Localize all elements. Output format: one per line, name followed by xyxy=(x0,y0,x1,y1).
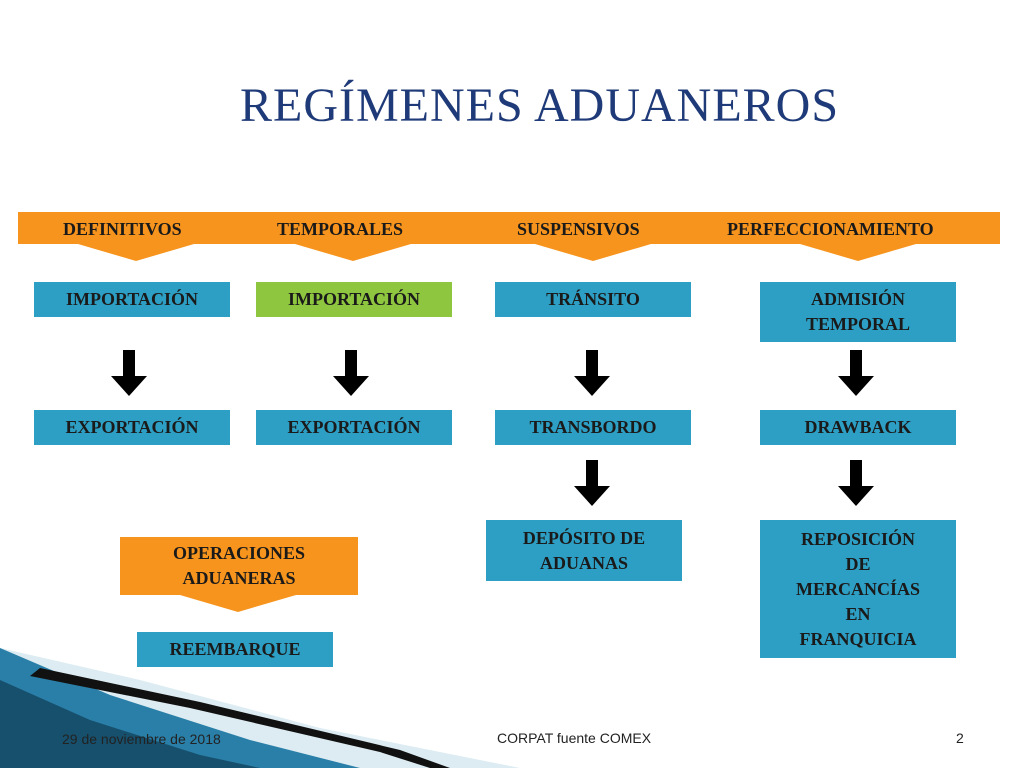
footer-date: 29 de noviembre de 2018 xyxy=(62,731,221,747)
down-arrow-icon xyxy=(333,350,369,396)
reposicion-line3: MERCANCÍAS xyxy=(795,578,920,599)
down-arrow-icon xyxy=(574,460,610,506)
deposito-line2: ADUANAS xyxy=(539,552,628,573)
slide-title: REGÍMENES ADUANEROS xyxy=(240,79,840,132)
operaciones-line1: OPERACIONES xyxy=(172,543,306,563)
perfeccionamiento-admision-box: ADMISIÓN TEMPORAL xyxy=(760,282,956,342)
banner-pointer-perfeccionamiento xyxy=(800,244,916,261)
category-perfeccionamiento: PERFECCIONAMIENTO xyxy=(727,219,934,239)
reposicion-line2: DE xyxy=(845,553,871,574)
temporales-importacion-box: IMPORTACIÓN xyxy=(256,282,452,317)
deposito-line1: DEPÓSITO DE xyxy=(522,527,646,548)
temporales-exportacion-box: EXPORTACIÓN xyxy=(256,410,452,445)
admision-line1: ADMISIÓN xyxy=(810,289,905,309)
down-arrow-icon xyxy=(838,350,874,396)
decorative-swoosh xyxy=(0,648,520,768)
banner-pointer-definitivos xyxy=(78,244,194,261)
footer-page-number: 2 xyxy=(956,730,964,746)
operaciones-line2: ADUANERAS xyxy=(182,568,296,588)
banner-pointer-temporales xyxy=(295,244,411,261)
reposicion-line1: REPOSICIÓN xyxy=(800,528,916,549)
suspensivos-deposito-box: DEPÓSITO DE ADUANAS xyxy=(486,520,682,581)
operaciones-pointer xyxy=(180,595,296,612)
footer-source: CORPAT fuente COMEX xyxy=(497,730,652,746)
perfeccionamiento-reposicion-box: REPOSICIÓN DE MERCANCÍAS EN FRANQUICIA xyxy=(760,520,956,658)
suspensivos-transbordo-box: TRANSBORDO xyxy=(495,410,691,445)
category-temporales: TEMPORALES xyxy=(277,219,404,239)
banner-pointer-suspensivos xyxy=(535,244,651,261)
reposicion-line4: EN xyxy=(845,603,871,624)
definitivos-exportacion-box: EXPORTACIÓN xyxy=(34,410,230,445)
down-arrow-icon xyxy=(111,350,147,396)
reembarque-box: REEMBARQUE xyxy=(137,632,333,667)
category-definitivos: DEFINITIVOS xyxy=(63,219,182,239)
operaciones-aduaneras-box: OPERACIONES ADUANERAS xyxy=(120,537,358,595)
down-arrow-icon xyxy=(838,460,874,506)
category-banner xyxy=(18,212,1000,244)
reposicion-line5: FRANQUICIA xyxy=(799,628,917,649)
admision-line2: TEMPORAL xyxy=(805,314,910,334)
perfeccionamiento-drawback-box: DRAWBACK xyxy=(760,410,956,445)
down-arrow-icon xyxy=(574,350,610,396)
suspensivos-transito-box: TRÁNSITO xyxy=(495,282,691,317)
category-suspensivos: SUSPENSIVOS xyxy=(517,219,640,239)
definitivos-importacion-box: IMPORTACIÓN xyxy=(34,282,230,317)
